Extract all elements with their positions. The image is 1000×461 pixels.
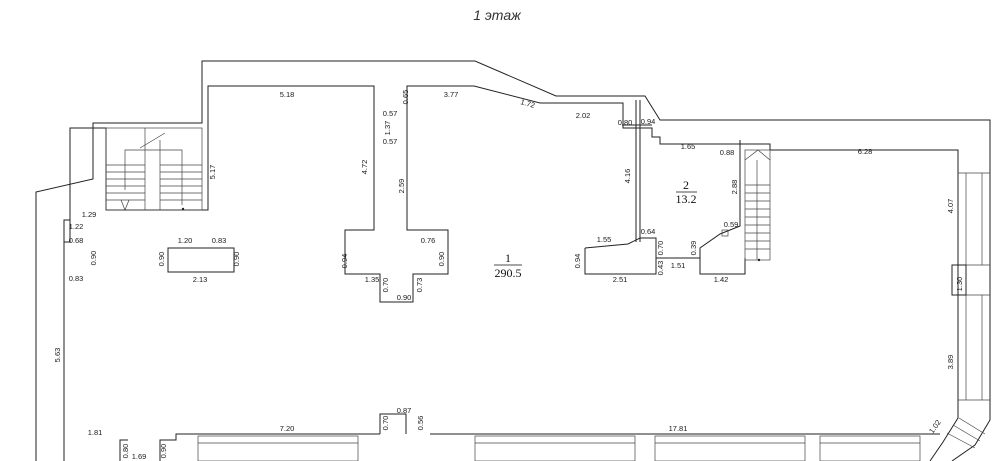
dim-label: 4.16 — [623, 169, 632, 184]
dim-label: 1.81 — [88, 428, 103, 437]
dim-label: 1.65 — [681, 142, 696, 151]
dim-label: 0.39 — [689, 241, 698, 256]
dim-label: 2.51 — [613, 275, 628, 284]
dim-label: 0.94 — [340, 254, 349, 269]
dim-label: 0.87 — [397, 406, 412, 415]
dim-label: 17.81 — [669, 424, 688, 433]
room-2: 2 13.2 — [676, 178, 697, 206]
room-area: 13.2 — [676, 192, 697, 206]
dim-label: 0.83 — [69, 274, 84, 283]
dim-label: 1.02 — [927, 418, 943, 435]
dim-label: 0.80 — [121, 444, 130, 459]
windows-bottom — [119, 413, 940, 461]
dim-label: 2.59 — [397, 179, 406, 194]
room-number: 1 — [505, 251, 511, 265]
dim-label: 0.90 — [437, 252, 446, 267]
dim-label: 3.77 — [444, 90, 459, 99]
dim-label: 0.59 — [724, 220, 739, 229]
dim-label: 7.20 — [280, 424, 295, 433]
dim-label: 2.13 — [193, 275, 208, 284]
dim-label: 4.72 — [360, 160, 369, 175]
dim-label: 0.83 — [212, 236, 227, 245]
dim-label: 0.90 — [159, 444, 168, 459]
window-corner — [946, 417, 986, 449]
dim-label: 5.18 — [280, 90, 295, 99]
room-area: 290.5 — [495, 266, 522, 280]
dim-label: 0.56 — [416, 416, 425, 431]
dim-label: 1.29 — [82, 210, 97, 219]
staircase-right — [721, 149, 771, 262]
dim-label: 0.57 — [383, 137, 398, 146]
dim-label: 0.70 — [656, 241, 665, 256]
dim-label: 0.90 — [397, 293, 412, 302]
dim-label: 1.42 — [714, 275, 729, 284]
floor-title: 1 этаж — [473, 7, 522, 23]
staircase-left — [105, 127, 203, 211]
dim-label: 1.35 — [365, 275, 380, 284]
dim-label: 5.63 — [53, 348, 62, 363]
window-right — [951, 172, 990, 401]
dim-label: 0.57 — [383, 109, 398, 118]
dim-label: 0.68 — [69, 236, 84, 245]
dim-label: 1.30 — [955, 277, 964, 292]
dim-label: 0.94 — [641, 117, 656, 126]
dim-label: 1.69 — [132, 452, 147, 461]
dim-label: 0.88 — [720, 148, 735, 157]
dim-label: 0.90 — [157, 252, 166, 267]
dim-label: 1.20 — [178, 236, 193, 245]
room-number: 2 — [683, 178, 689, 192]
dim-label: 0.70 — [381, 416, 390, 431]
dim-label: 0.73 — [415, 278, 424, 293]
dim-label: 1.51 — [671, 261, 686, 270]
dim-label: 0.64 — [641, 227, 656, 236]
dim-label: 0.90 — [232, 252, 241, 267]
dimension-labels: 5.18 5.17 4.72 0.65 0.57 1.37 0.57 2.59 … — [53, 90, 964, 461]
outer-walls — [35, 60, 991, 461]
dim-label: 2.88 — [730, 180, 739, 195]
dim-label: 0.43 — [656, 261, 665, 276]
dim-label: 3.89 — [946, 355, 955, 370]
dim-label: 2.02 — [576, 111, 591, 120]
dim-label: 1.72 — [519, 97, 536, 110]
dim-label: 0.70 — [381, 278, 390, 293]
dim-label: 1.55 — [597, 235, 612, 244]
dim-label: 6.28 — [858, 147, 873, 156]
room-1: 1 290.5 — [494, 251, 522, 280]
dim-label: 0.94 — [573, 254, 582, 269]
dim-label: 4.07 — [946, 199, 955, 214]
pillars — [64, 100, 746, 275]
dim-label: 0.80 — [618, 118, 633, 127]
dim-label: 1.37 — [383, 121, 392, 136]
dim-label: 0.90 — [89, 251, 98, 266]
dim-label: 0.76 — [421, 236, 436, 245]
dim-label: 1.22 — [69, 222, 84, 231]
dim-label: 0.65 — [401, 90, 410, 105]
dim-label: 5.17 — [208, 165, 217, 180]
